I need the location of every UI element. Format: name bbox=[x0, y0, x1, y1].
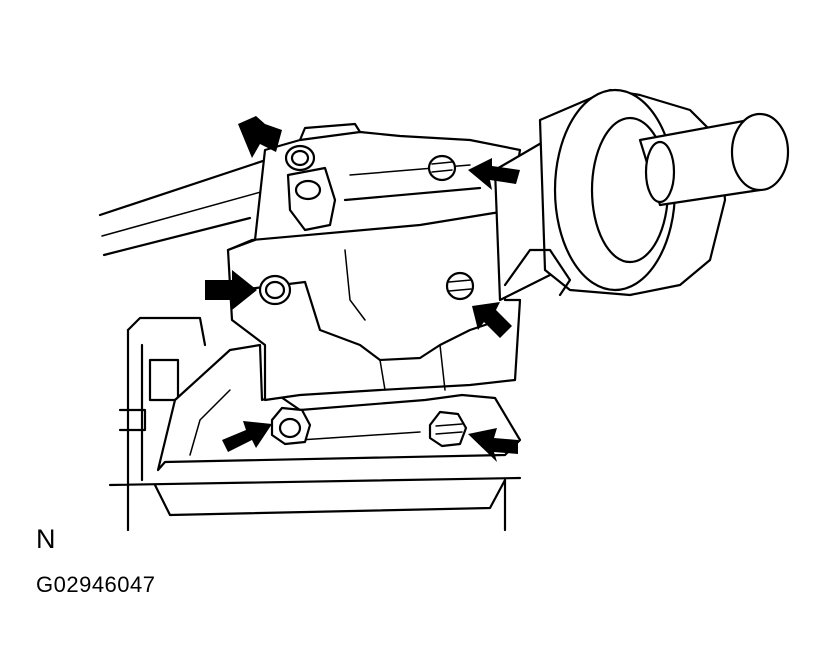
bolt-bottom-right bbox=[428, 410, 468, 448]
extension-housing bbox=[226, 122, 522, 402]
bolt-bottom-left bbox=[270, 406, 312, 446]
bolt-top-right bbox=[427, 154, 457, 182]
bolt-top-left bbox=[284, 144, 316, 172]
transmission-housing-lines bbox=[98, 150, 522, 532]
output-flange bbox=[493, 88, 790, 302]
bolt-middle-right bbox=[445, 271, 475, 301]
figure-code: G02946047 bbox=[36, 572, 156, 597]
callout-arrow-middle-right bbox=[472, 302, 512, 338]
callout-arrow-middle-left bbox=[205, 270, 257, 310]
callout-arrow-bottom-right bbox=[468, 428, 518, 462]
view-label: N bbox=[36, 524, 56, 554]
bolt-middle-left bbox=[258, 274, 292, 306]
callout-arrow-bottom-left bbox=[222, 421, 272, 452]
callout-arrow-top-right bbox=[468, 158, 520, 190]
callout-arrow-top-left bbox=[238, 116, 282, 158]
